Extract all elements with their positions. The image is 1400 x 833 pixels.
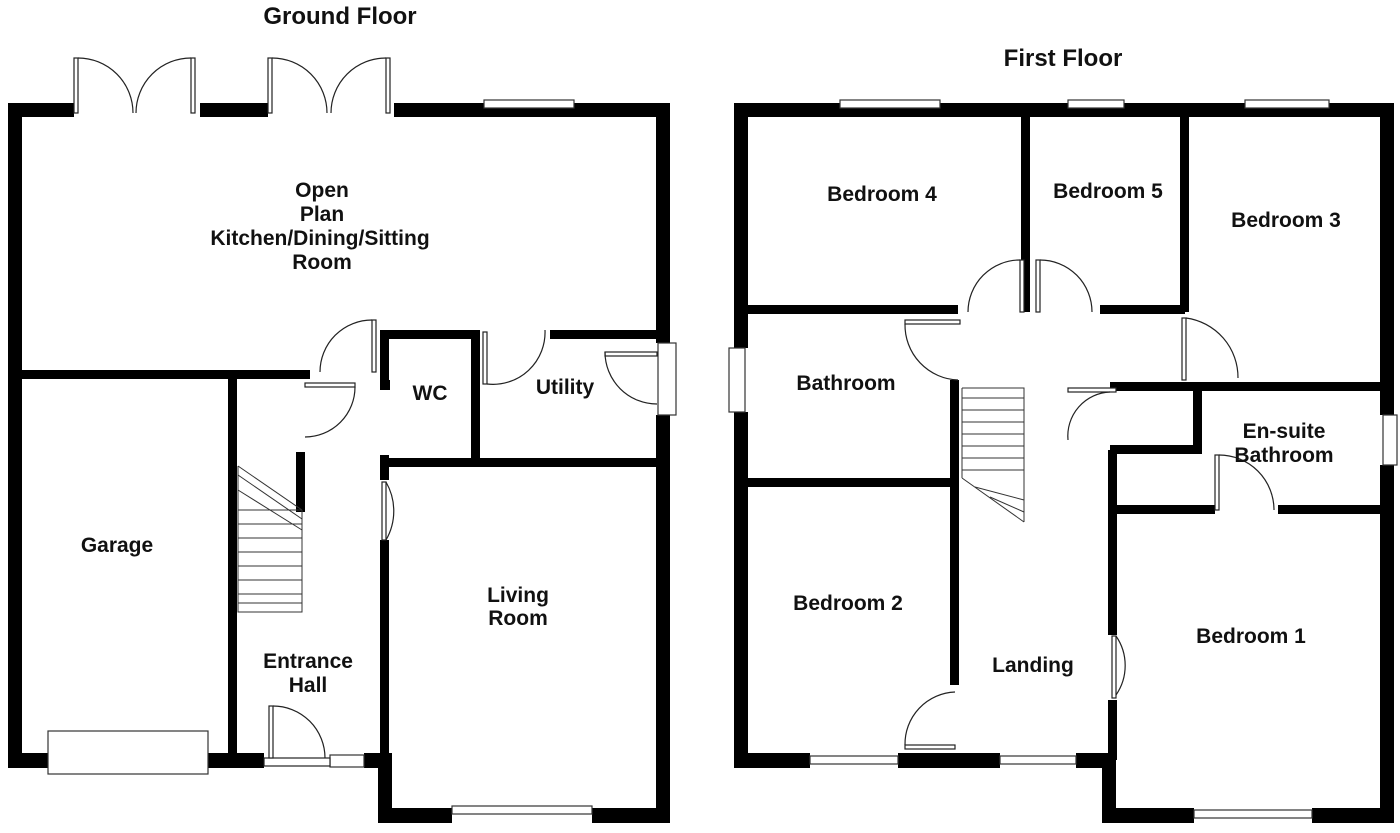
door <box>304 382 356 438</box>
door <box>967 259 1025 313</box>
window <box>329 754 365 768</box>
french-doors <box>73 57 391 114</box>
door <box>1035 259 1093 313</box>
wall <box>380 540 389 755</box>
ground-floor: Ground Floor <box>8 3 677 823</box>
wall <box>592 808 670 823</box>
wall <box>656 103 670 343</box>
ground-floor-title: Ground Floor <box>263 3 416 30</box>
wall <box>1100 305 1185 314</box>
room-label-bedroom3: Bedroom 3 <box>1231 209 1341 232</box>
wall <box>748 305 958 314</box>
wall <box>734 103 748 348</box>
wall <box>734 412 748 768</box>
garage-door <box>47 730 209 775</box>
wall <box>394 103 670 117</box>
wall <box>8 753 48 768</box>
room-label-living: Living <box>487 584 549 607</box>
door <box>904 691 956 750</box>
wall <box>1102 753 1116 823</box>
wall <box>1102 808 1194 823</box>
room-label-kitchen: Open <box>295 179 349 202</box>
window <box>1244 99 1330 109</box>
window <box>1067 99 1125 109</box>
door <box>1111 635 1126 699</box>
window <box>657 342 677 416</box>
room-label-kitchen: Plan <box>300 203 344 226</box>
room-label-living: Room <box>488 607 548 630</box>
room-label-landing: Landing <box>992 654 1074 677</box>
room-label-hall: Entrance <box>263 650 353 673</box>
wall <box>378 753 392 823</box>
wall <box>208 753 264 768</box>
window <box>451 805 593 815</box>
room-label-kitchen: Kitchen/Dining/Sitting <box>210 227 429 250</box>
room-label-kitchen: Room <box>292 251 352 274</box>
front-door <box>263 705 331 767</box>
wall <box>898 753 1000 768</box>
window <box>728 347 746 413</box>
window <box>839 99 941 109</box>
window <box>483 99 575 109</box>
window <box>1193 809 1313 819</box>
stairs <box>961 387 1025 523</box>
door <box>1181 317 1239 381</box>
first-floor: First Floor <box>728 45 1398 823</box>
wall <box>1110 382 1394 391</box>
room-label-ensuite: En-suite <box>1243 420 1326 443</box>
wall <box>1108 450 1117 635</box>
wall <box>228 370 237 754</box>
wall <box>1193 382 1202 452</box>
wall <box>22 370 310 379</box>
room-label-bedroom4: Bedroom 4 <box>827 183 937 206</box>
wall <box>950 380 959 685</box>
room-label-bedroom1: Bedroom 1 <box>1196 625 1306 648</box>
wall <box>1312 808 1394 823</box>
wall <box>380 330 480 339</box>
window <box>809 755 899 765</box>
wall <box>748 478 958 487</box>
room-label-hall: Hall <box>289 674 328 697</box>
wall <box>200 103 268 117</box>
wall <box>1380 103 1394 415</box>
stairs <box>237 465 303 613</box>
window <box>1382 414 1398 466</box>
wall <box>1278 505 1394 514</box>
wall <box>656 415 670 823</box>
wall <box>380 330 389 380</box>
room-label-garage: Garage <box>81 534 153 557</box>
wall <box>380 380 390 390</box>
wall <box>380 458 656 467</box>
room-label-bedroom5: Bedroom 5 <box>1053 180 1163 203</box>
room-label-bathroom: Bathroom <box>796 372 895 395</box>
wall <box>734 753 810 768</box>
door <box>319 319 377 373</box>
door <box>1214 454 1275 511</box>
wall <box>296 452 305 512</box>
wall <box>1180 117 1189 312</box>
door <box>482 329 546 385</box>
room-label-ensuite: Bathroom <box>1234 444 1333 467</box>
room-label-bedroom2: Bedroom 2 <box>793 592 903 615</box>
wall <box>471 330 480 462</box>
first-floor-title: First Floor <box>1004 45 1123 72</box>
door <box>1067 387 1117 441</box>
window <box>999 755 1077 765</box>
wall <box>378 808 452 823</box>
door <box>904 319 961 381</box>
wall <box>1021 117 1030 312</box>
wall <box>8 103 22 768</box>
wall <box>1110 505 1215 514</box>
wall <box>1380 465 1394 823</box>
wall <box>1108 700 1117 760</box>
wall <box>380 455 389 480</box>
door <box>604 351 658 405</box>
wall <box>550 330 656 339</box>
wall <box>8 103 74 117</box>
room-label-utility: Utility <box>536 376 595 399</box>
wall <box>1110 445 1202 454</box>
room-label-wc: WC <box>413 382 448 405</box>
door <box>381 481 395 541</box>
